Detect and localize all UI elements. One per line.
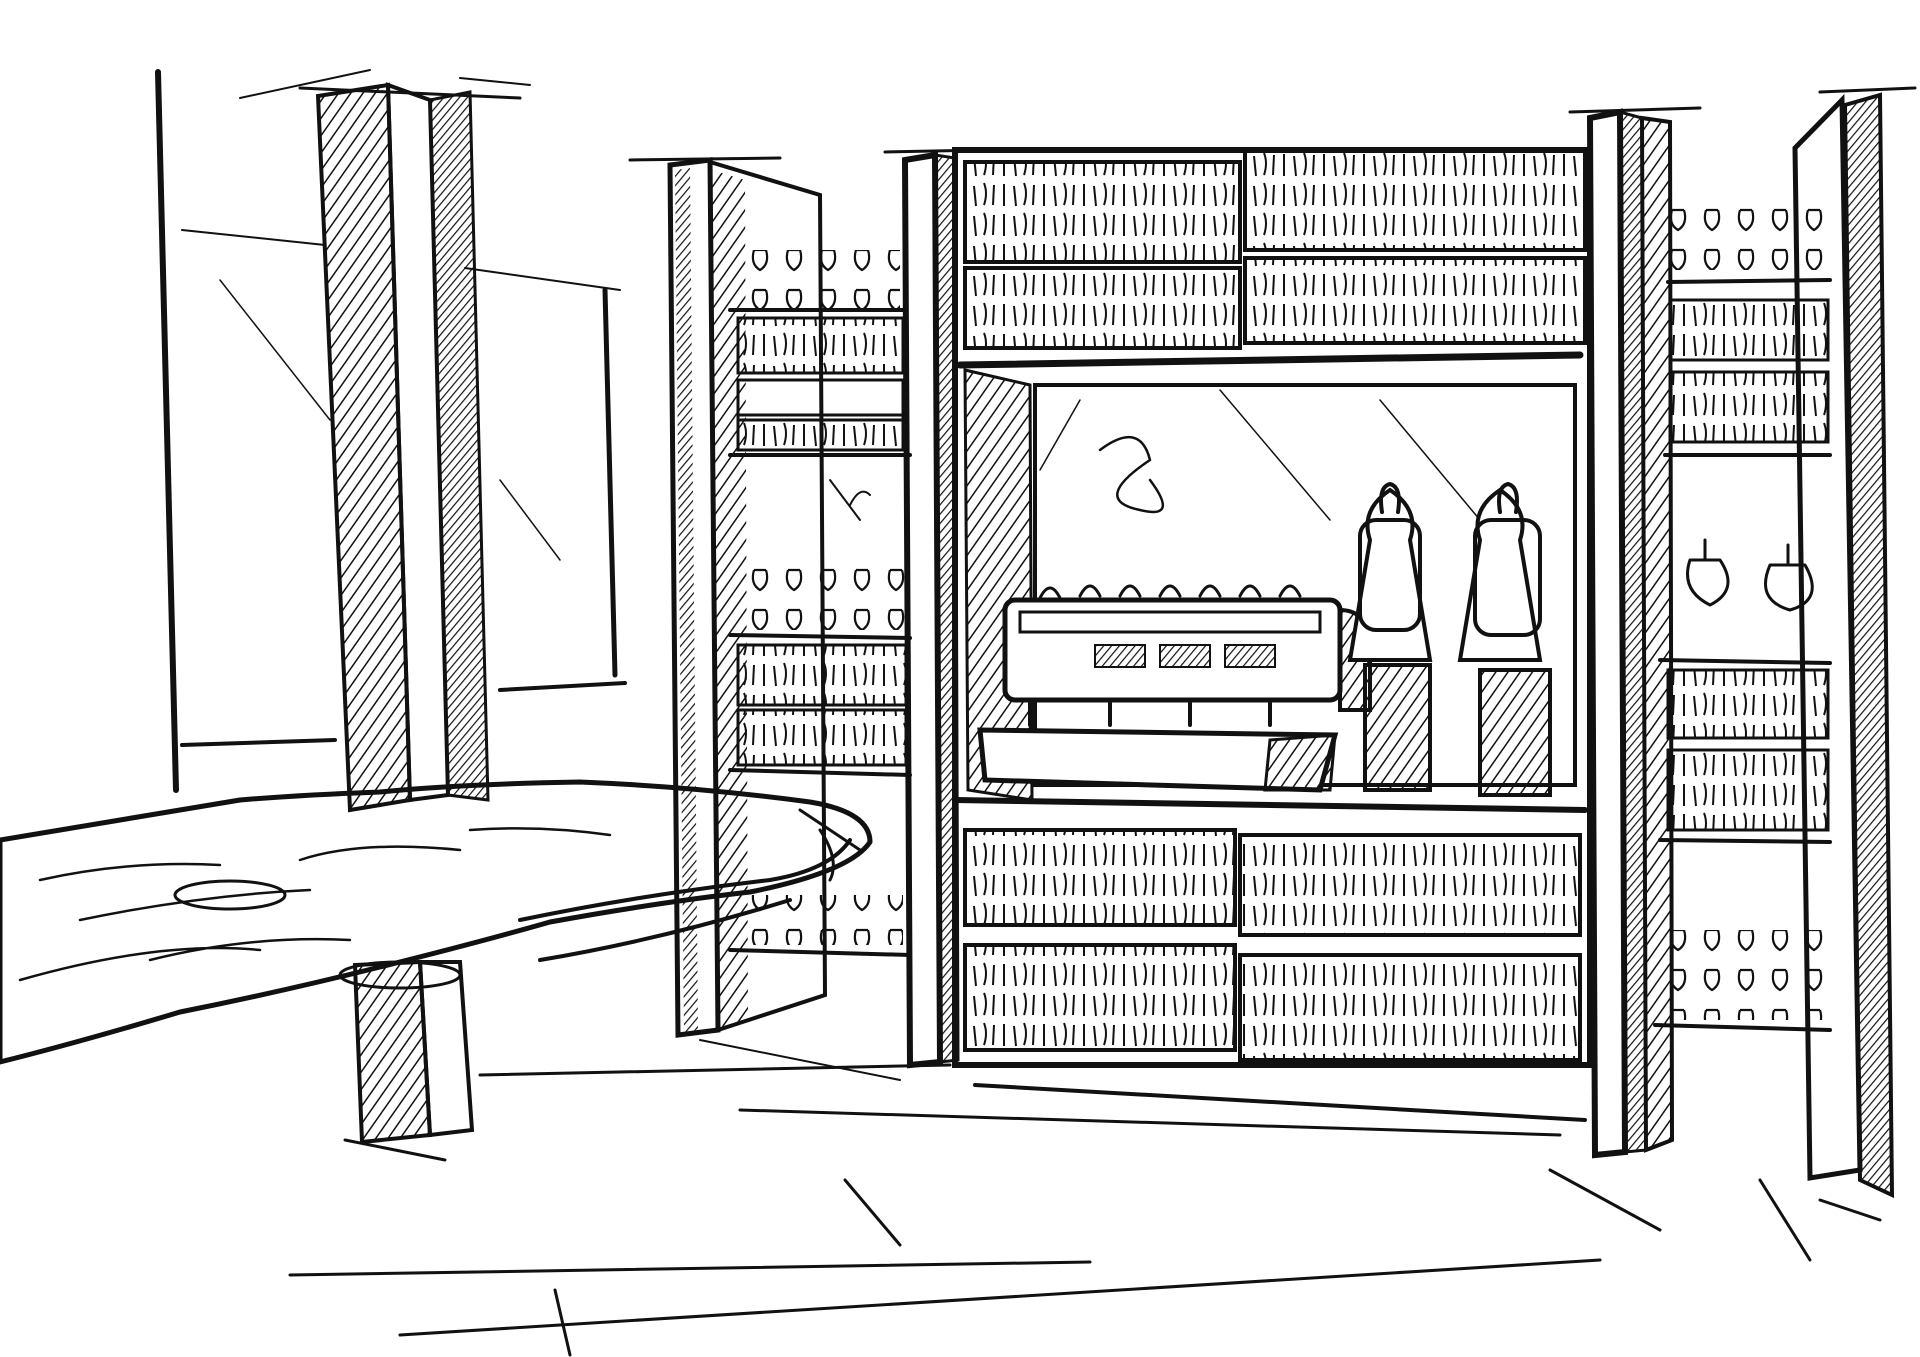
coffee-grinders xyxy=(1347,482,1552,797)
left-side-shelving xyxy=(728,250,912,957)
window-frame xyxy=(155,69,627,793)
right-cabinet-door xyxy=(1639,86,1917,1222)
espresso-machine xyxy=(977,584,1372,793)
right-center-pillar xyxy=(1568,106,1702,1159)
floor-lines xyxy=(288,1039,1812,1357)
steel-column xyxy=(298,82,522,1162)
right-side-shelving xyxy=(1653,200,1832,1032)
